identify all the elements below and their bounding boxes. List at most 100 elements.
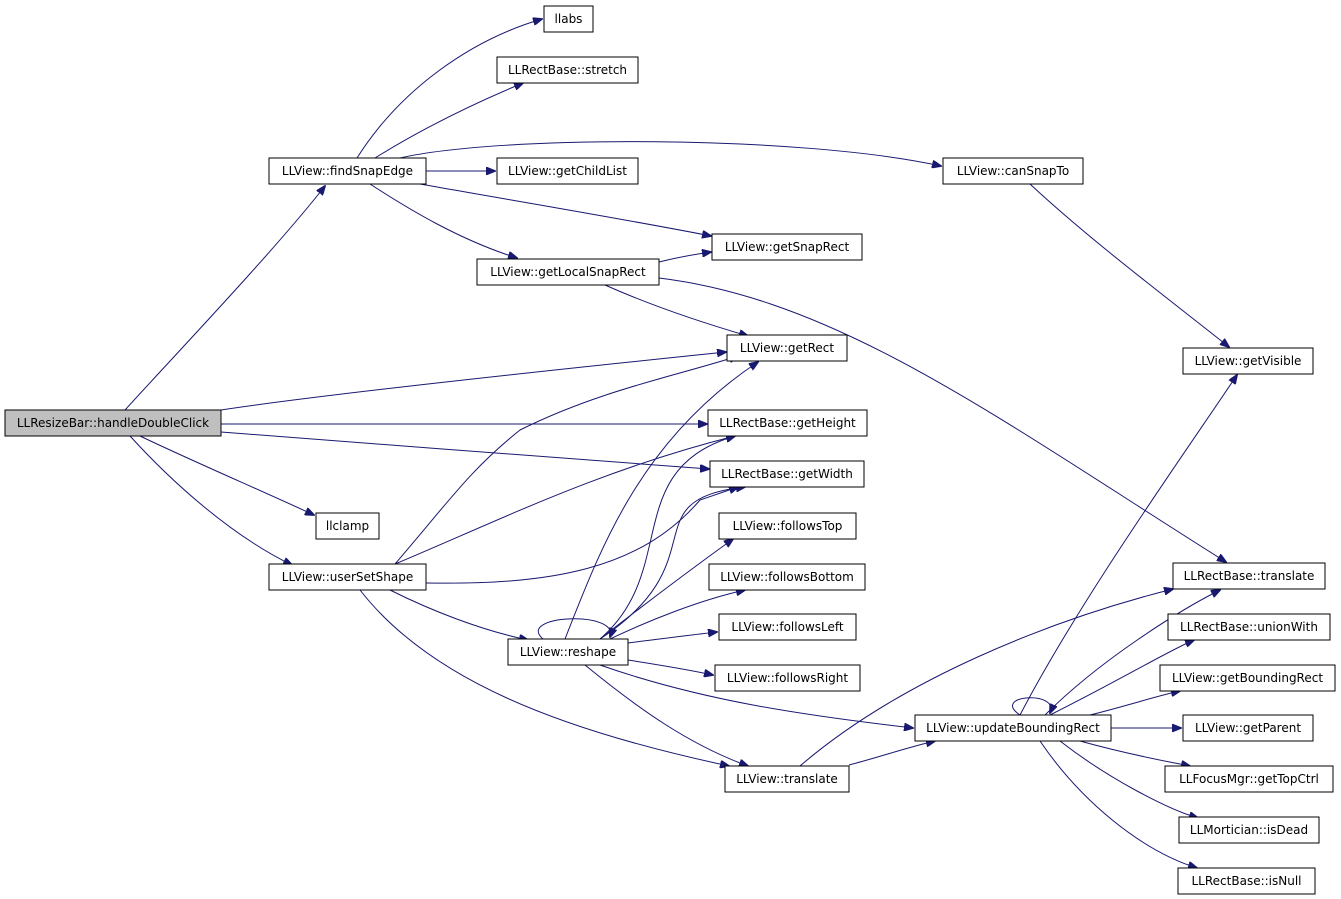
node-followsLeft[interactable]: LLView::followsLeft xyxy=(718,613,857,641)
edge-userSetShape-to-getWidth xyxy=(425,487,738,584)
node-findSnapEdge[interactable]: LLView::findSnapEdge xyxy=(268,157,427,185)
node-box-findSnapEdge[interactable] xyxy=(268,157,427,185)
node-box-isNull[interactable] xyxy=(1177,867,1316,895)
node-llabs[interactable]: llabs xyxy=(543,5,594,33)
edge-userSetShape-to-getRect xyxy=(394,356,738,565)
edge-canSnapTo-to-getVisible xyxy=(1029,183,1229,347)
nodes-layer: LLResizeBar::handleDoubleClick LLView::fi… xyxy=(4,5,1336,895)
node-box-reshape[interactable] xyxy=(507,638,629,666)
node-followsTop[interactable]: LLView::followsTop xyxy=(718,512,857,540)
node-label-getHeight: LLRectBase::getHeight xyxy=(719,416,856,430)
node-updateBoundingRect[interactable]: LLView::updateBoundingRect xyxy=(914,714,1112,742)
node-box-getLocalSnapRect[interactable] xyxy=(476,258,660,286)
edge-reshape-to-reshape xyxy=(537,618,610,640)
node-handleDoubleClick[interactable]: LLResizeBar::handleDoubleClick xyxy=(4,409,222,437)
node-box-userSetShape[interactable] xyxy=(268,563,427,591)
node-followsRight[interactable]: LLView::followsRight xyxy=(714,664,861,692)
node-box-getRect[interactable] xyxy=(726,334,848,362)
node-box-updateBoundingRect[interactable] xyxy=(914,714,1112,742)
node-userSetShape[interactable]: LLView::userSetShape xyxy=(268,563,427,591)
edge-findSnapEdge-to-getLocalSnapRect xyxy=(369,183,517,258)
node-label-followsRight: LLView::followsRight xyxy=(727,671,848,685)
edge-updateBoundingRect-to-rectTranslate xyxy=(1044,590,1220,716)
node-box-getWidth[interactable] xyxy=(709,460,865,488)
node-box-canSnapTo[interactable] xyxy=(942,157,1084,185)
node-box-llabs[interactable] xyxy=(543,5,594,33)
node-llclamp[interactable]: llclamp xyxy=(315,512,380,540)
edge-getLocalSnapRect-to-rectTranslate xyxy=(658,277,1226,562)
node-box-followsLeft[interactable] xyxy=(718,613,857,641)
edge-reshape-to-followsRight xyxy=(627,659,713,675)
node-box-getVisible[interactable] xyxy=(1182,347,1314,375)
node-label-handleDoubleClick: LLResizeBar::handleDoubleClick xyxy=(17,416,209,430)
node-getLocalSnapRect[interactable]: LLView::getLocalSnapRect xyxy=(476,258,660,286)
node-isNull[interactable]: LLRectBase::isNull xyxy=(1177,867,1316,895)
node-box-llclamp[interactable] xyxy=(315,512,380,540)
edge-reshape-to-viewTranslate xyxy=(584,664,748,766)
edge-getLocalSnapRect-to-getRect xyxy=(604,284,748,336)
edge-reshape-to-followsBottom xyxy=(609,590,745,640)
node-label-canSnapTo: LLView::canSnapTo xyxy=(957,164,1069,178)
node-box-unionWith[interactable] xyxy=(1167,613,1331,641)
edge-reshape-to-getRect xyxy=(564,362,758,640)
node-getRect[interactable]: LLView::getRect xyxy=(726,334,848,362)
node-isDead[interactable]: LLMortician::isDead xyxy=(1178,816,1320,844)
node-rectTranslate[interactable]: LLRectBase::translate xyxy=(1172,562,1326,590)
node-box-rectTranslate[interactable] xyxy=(1172,562,1326,590)
node-label-getRect: LLView::getRect xyxy=(740,341,834,355)
node-getBoundingRect[interactable]: LLView::getBoundingRect xyxy=(1159,664,1336,692)
edge-updateBoundingRect-to-getBoundingRect xyxy=(1089,691,1180,716)
node-canSnapTo[interactable]: LLView::canSnapTo xyxy=(942,157,1084,185)
node-reshape[interactable]: LLView::reshape xyxy=(507,638,629,666)
edge-handleDoubleClick-to-findSnapEdge xyxy=(124,186,325,411)
edge-viewTranslate-to-updateBoundingRect xyxy=(848,741,935,766)
edge-handleDoubleClick-to-userSetShape xyxy=(129,435,292,565)
node-label-getTopCtrl: LLFocusMgr::getTopCtrl xyxy=(1179,772,1319,786)
node-label-findSnapEdge: LLView::findSnapEdge xyxy=(282,164,413,178)
node-label-updateBoundingRect: LLView::updateBoundingRect xyxy=(926,721,1100,735)
node-unionWith[interactable]: LLRectBase::unionWith xyxy=(1167,613,1331,641)
node-label-rectTranslate: LLRectBase::translate xyxy=(1184,569,1315,583)
node-box-stretch[interactable] xyxy=(496,56,639,84)
node-getTopCtrl[interactable]: LLFocusMgr::getTopCtrl xyxy=(1164,765,1334,793)
node-box-followsRight[interactable] xyxy=(714,664,861,692)
edge-handleDoubleClick-to-getWidth xyxy=(220,431,709,469)
node-box-followsTop[interactable] xyxy=(718,512,857,540)
node-viewTranslate[interactable]: LLView::translate xyxy=(724,765,850,793)
node-label-isNull: LLRectBase::isNull xyxy=(1192,874,1302,888)
node-getParent[interactable]: LLView::getParent xyxy=(1182,714,1314,742)
node-getChildList[interactable]: LLView::getChildList xyxy=(496,157,639,185)
node-label-userSetShape: LLView::userSetShape xyxy=(282,570,413,584)
node-followsBottom[interactable]: LLView::followsBottom xyxy=(708,563,866,591)
node-stretch[interactable]: LLRectBase::stretch xyxy=(496,56,639,84)
edge-reshape-to-followsTop xyxy=(599,539,733,640)
node-getSnapRect[interactable]: LLView::getSnapRect xyxy=(711,233,863,261)
node-label-viewTranslate: LLView::translate xyxy=(736,772,838,786)
node-box-getParent[interactable] xyxy=(1182,714,1314,742)
edge-findSnapEdge-to-llabs xyxy=(356,19,542,159)
node-label-llclamp: llclamp xyxy=(326,519,369,533)
node-getHeight[interactable]: LLRectBase::getHeight xyxy=(707,409,868,437)
node-box-getBoundingRect[interactable] xyxy=(1159,664,1336,692)
node-box-getChildList[interactable] xyxy=(496,157,639,185)
node-box-getTopCtrl[interactable] xyxy=(1164,765,1334,793)
node-getVisible[interactable]: LLView::getVisible xyxy=(1182,347,1314,375)
node-box-isDead[interactable] xyxy=(1178,816,1320,844)
node-getWidth[interactable]: LLRectBase::getWidth xyxy=(709,460,865,488)
node-label-getSnapRect: LLView::getSnapRect xyxy=(725,240,850,254)
edge-reshape-to-getWidth xyxy=(599,487,745,640)
node-box-handleDoubleClick[interactable] xyxy=(4,409,222,437)
node-label-reshape: LLView::reshape xyxy=(520,645,616,659)
edge-handleDoubleClick-to-llclamp xyxy=(139,435,314,515)
node-box-followsBottom[interactable] xyxy=(708,563,866,591)
node-label-followsLeft: LLView::followsLeft xyxy=(731,620,843,634)
node-box-getHeight[interactable] xyxy=(707,409,868,437)
node-box-getSnapRect[interactable] xyxy=(711,233,863,261)
node-label-llabs: llabs xyxy=(555,12,583,26)
node-box-viewTranslate[interactable] xyxy=(724,765,850,793)
node-label-followsTop: LLView::followsTop xyxy=(733,519,843,533)
edge-updateBoundingRect-to-unionWith xyxy=(1049,640,1194,716)
edge-handleDoubleClick-to-getRect xyxy=(220,352,726,411)
node-label-getParent: LLView::getParent xyxy=(1195,721,1301,735)
